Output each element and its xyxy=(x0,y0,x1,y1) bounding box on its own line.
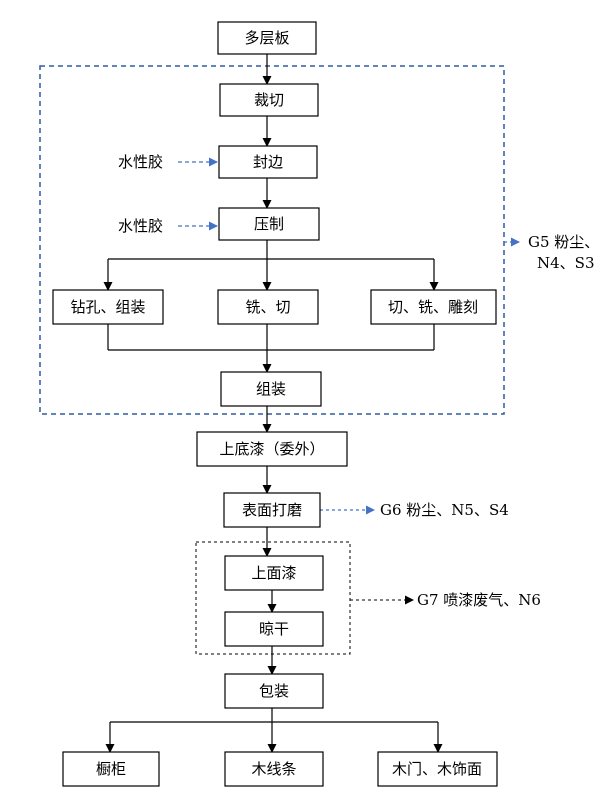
step-pressing-label: 压制 xyxy=(254,215,284,233)
step-drill-assemble: 钻孔、组装 xyxy=(52,289,164,325)
step-packaging-label: 包装 xyxy=(259,682,289,700)
step-plywood: 多层板 xyxy=(217,21,317,55)
step-cutting: 裁切 xyxy=(219,83,319,117)
emission-g5-line1: G5 粉尘、 xyxy=(528,233,599,251)
emission-g5-line2: N4、S3 xyxy=(537,254,595,272)
product-door-trim: 木门、木饰面 xyxy=(377,751,498,787)
product-cabinet: 橱柜 xyxy=(62,751,160,787)
step-cut-mill-carve-label: 切、铣、雕刻 xyxy=(388,298,478,316)
step-drying-label: 晾干 xyxy=(259,620,289,638)
product-molding: 木线条 xyxy=(224,751,324,787)
emission-g6-label: G6 粉尘、N5、S4 xyxy=(380,501,509,519)
step-pressing: 压制 xyxy=(218,207,320,241)
step-mill-cut: 铣、切 xyxy=(217,289,319,325)
product-door-trim-label: 木门、木饰面 xyxy=(392,760,482,778)
step-cut-mill-carve: 切、铣、雕刻 xyxy=(370,289,497,325)
painting-group-dashed-box xyxy=(195,541,351,655)
step-sanding: 表面打磨 xyxy=(223,492,321,528)
step-assembly-label: 组装 xyxy=(256,380,286,398)
input-glue-1-label: 水性胶 xyxy=(118,153,163,171)
step-packaging: 包装 xyxy=(224,673,324,709)
step-primer-label: 上底漆（委外） xyxy=(219,440,324,458)
step-edge-banding: 封边 xyxy=(218,145,318,179)
step-plywood-label: 多层板 xyxy=(244,29,289,47)
step-cutting-label: 裁切 xyxy=(254,91,284,109)
step-drill-assemble-label: 钻孔、组装 xyxy=(70,298,145,316)
emission-g7-label: G7 喷漆废气、N6 xyxy=(417,591,541,609)
input-glue-2-label: 水性胶 xyxy=(118,217,163,235)
step-topcoat-label: 上面漆 xyxy=(251,564,296,582)
product-molding-label: 木线条 xyxy=(251,760,296,778)
step-primer: 上底漆（委外） xyxy=(196,431,348,467)
step-edge-banding-label: 封边 xyxy=(253,153,283,171)
step-drying: 晾干 xyxy=(224,611,324,647)
machining-group-dashed-box xyxy=(39,65,505,415)
step-assembly: 组装 xyxy=(220,371,322,407)
product-cabinet-label: 橱柜 xyxy=(96,760,126,778)
step-mill-cut-label: 铣、切 xyxy=(245,298,290,316)
step-topcoat: 上面漆 xyxy=(224,555,324,591)
step-sanding-label: 表面打磨 xyxy=(242,501,302,519)
